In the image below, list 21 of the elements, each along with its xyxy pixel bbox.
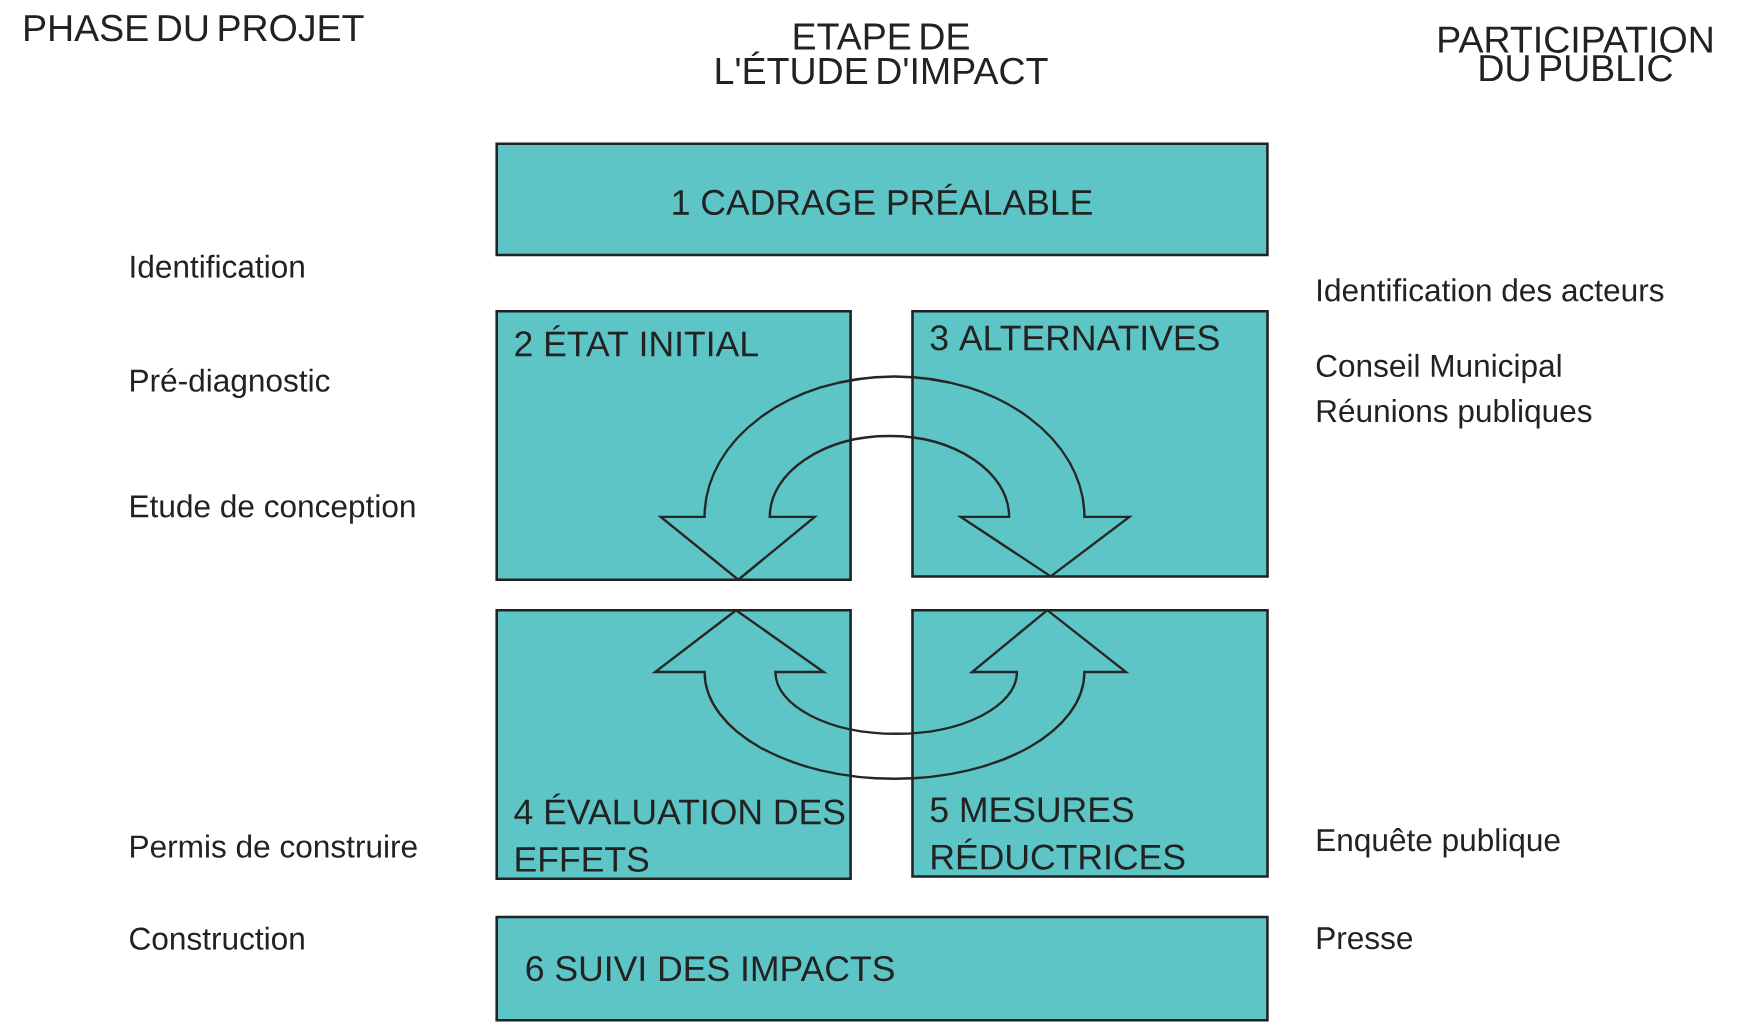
- side-label: Pré-diagnostic: [131, 368, 330, 399]
- process-box: 3 ALTERNATIVES: [911, 310, 1269, 578]
- process-box: 4 ÉVALUATION DES EFFETS: [495, 608, 852, 881]
- side-label: Permis de construire: [131, 834, 417, 858]
- side-label: Presse: [1317, 927, 1413, 950]
- side-label: Identification des acteurs: [1318, 278, 1664, 302]
- process-box: 5 MESURES RÉDUCTRICES: [911, 608, 1269, 878]
- process-box: 2 ÉTAT INITIAL: [495, 310, 852, 582]
- side-label: Enquête publique: [1317, 828, 1560, 858]
- side-label: Construction: [130, 926, 304, 950]
- curved-block-arrow: [653, 609, 1128, 780]
- side-label: Réunions publiques: [1317, 398, 1592, 429]
- side-label: Identification: [131, 254, 304, 278]
- column-heading: PHASE DU PROJET: [25, 14, 364, 42]
- column-heading: PARTICIPATION DU PUBLIC: [1439, 26, 1712, 82]
- process-box: 1 CADRAGE PRÉALABLE: [495, 142, 1269, 257]
- side-label: Conseil Municipal: [1316, 353, 1561, 384]
- side-label: Etude de conception: [131, 494, 415, 524]
- process-box: 6 SUIVI DES IMPACTS: [495, 915, 1269, 1022]
- column-heading: ETAPE DE L'ÉTUDE D'IMPACT: [716, 23, 1048, 85]
- curved-block-arrow: [659, 375, 1131, 582]
